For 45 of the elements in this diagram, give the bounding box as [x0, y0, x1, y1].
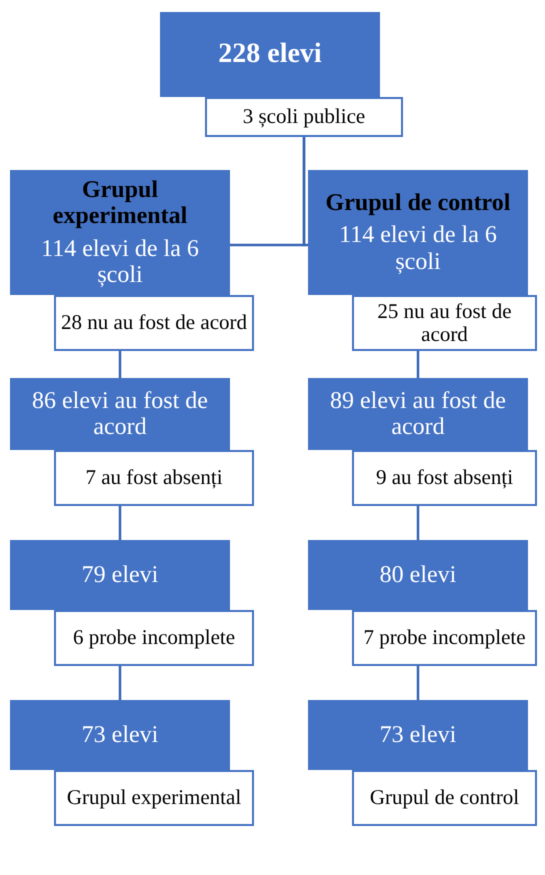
connector-line	[416, 506, 420, 540]
box-text: 73 elevi	[82, 722, 158, 748]
connector-line	[416, 666, 420, 700]
note-box	[54, 450, 254, 506]
stage-box	[10, 540, 230, 610]
box-text: 3 școli publice	[242, 105, 366, 129]
box-text: 89 elevi au fost de acord	[329, 388, 507, 440]
stage-box	[160, 12, 380, 97]
connector-line	[416, 351, 420, 378]
connector-line	[118, 506, 122, 540]
box-text: 7 probe incomplete	[363, 626, 526, 650]
note-box	[205, 97, 403, 137]
group-heading: Grupul experimental	[52, 176, 188, 230]
stage-box	[308, 540, 528, 610]
box-text: Grupul de control	[370, 786, 520, 810]
box-text: 25 nu au fost de acord	[376, 300, 513, 346]
note-box	[352, 295, 537, 351]
box-text: 73 elevi	[380, 722, 456, 748]
stage-box	[308, 378, 528, 450]
stage-box	[10, 700, 230, 770]
stage-box	[308, 170, 528, 295]
note-box	[352, 610, 537, 666]
note-box	[54, 295, 254, 351]
connector-line	[302, 137, 308, 246]
box-text: 86 elevi au fost de acord	[31, 388, 209, 440]
connector-line	[118, 351, 122, 378]
box-text: Grupul experimental	[66, 786, 242, 810]
note-box	[352, 450, 537, 506]
note-box	[54, 610, 254, 666]
note-box	[352, 770, 537, 826]
box-text: 228 elevi	[218, 39, 322, 70]
group-heading: Grupul de control	[326, 190, 510, 216]
box-text: 28 nu au fost de acord	[60, 311, 248, 335]
stage-box	[10, 378, 230, 450]
box-text: 79 elevi	[82, 562, 158, 588]
connector-line	[118, 666, 122, 700]
box-text: 114 elevi de la 6 școli	[40, 236, 200, 288]
box-text: 80 elevi	[380, 562, 456, 588]
box-text: 6 probe incomplete	[72, 626, 236, 650]
box-text: 9 au fost absenți	[376, 466, 514, 490]
note-box	[54, 770, 254, 826]
box-text: 7 au fost absenți	[85, 466, 223, 490]
box-text: 114 elevi de la 6 școli	[338, 222, 498, 276]
stage-box	[308, 700, 528, 770]
stage-box	[10, 170, 230, 295]
